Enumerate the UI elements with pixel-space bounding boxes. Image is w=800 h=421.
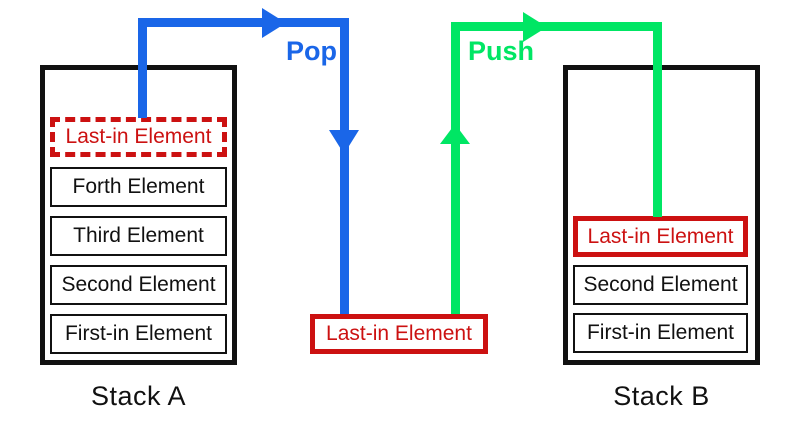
stack-b-item-last-in: Last-in Element	[573, 216, 748, 257]
stack-b-container: Last-in Element Second Element First-in …	[563, 65, 760, 365]
push-operation-label: Push	[468, 36, 535, 66]
pop-arrow-segment-horizontal	[138, 18, 349, 27]
stack-a-item-forth: Forth Element	[50, 167, 227, 207]
stack-a-item-second: Second Element	[50, 265, 227, 305]
push-arrowhead-right-icon	[523, 12, 547, 42]
stack-a-item-last-in: Last-in Element	[50, 117, 227, 157]
pop-arrow-segment-up-from-stack-a	[138, 18, 147, 118]
pop-operation-label: Pop	[286, 36, 337, 66]
transfer-element-box: Last-in Element	[310, 314, 488, 354]
stack-a-label: Stack A	[90, 381, 187, 411]
stack-b-item-second: Second Element	[573, 265, 748, 305]
pop-arrow-segment-down-to-transfer	[340, 18, 349, 315]
stack-b-item-first-in: First-in Element	[573, 313, 748, 353]
push-arrow-segment-up-from-transfer	[451, 22, 460, 315]
pop-arrowhead-down-icon	[329, 130, 359, 154]
stack-b-label: Stack B	[613, 381, 710, 411]
push-arrowhead-up-icon	[440, 124, 470, 144]
push-arrow-segment-down-to-stack-b	[653, 22, 662, 217]
stack-a-item-third: Third Element	[50, 216, 227, 256]
pop-arrowhead-right-icon	[262, 8, 286, 38]
push-arrow-segment-horizontal	[451, 22, 662, 31]
stack-a-item-first-in: First-in Element	[50, 314, 227, 354]
